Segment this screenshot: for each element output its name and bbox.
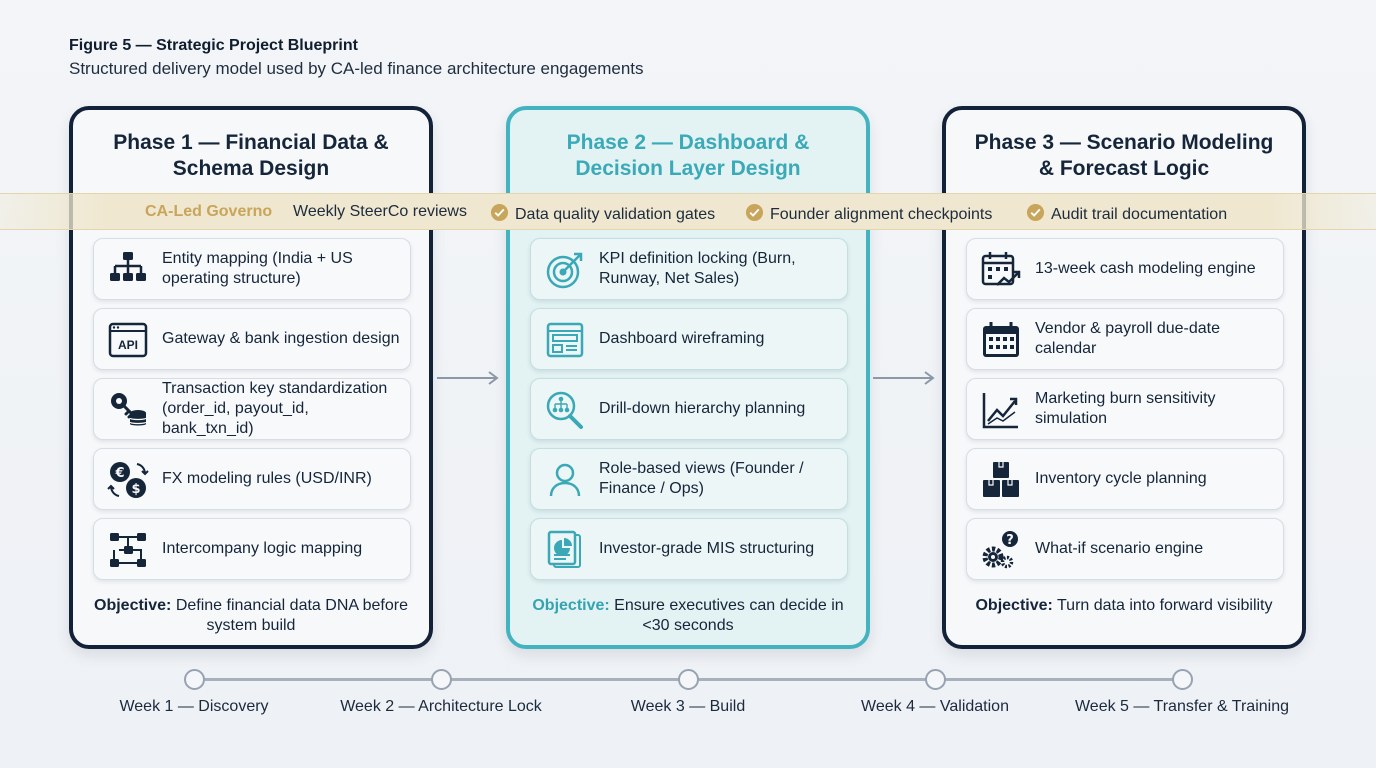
item-label: Drill-down hierarchy planning — [599, 400, 806, 417]
governance-item-text: Founder alignment checkpoints — [770, 206, 993, 223]
flow-mapping-icon — [110, 533, 146, 567]
phase-1-item-intercompany: Intercompany logic mapping — [93, 518, 411, 580]
phase-3-item-what-if: ? What-if scenario engine — [966, 518, 1284, 580]
item-label: Entity mapping (India + US operating str… — [162, 250, 353, 287]
governance-item: Data quality validation gates — [490, 203, 715, 224]
phase-1-title: Phase 1 — Financial Data & Schema Design — [113, 131, 389, 180]
item-label: Marketing burn sensitivity simulation — [1035, 390, 1216, 427]
svg-text:API: API — [118, 338, 138, 352]
phase-3-item-due-date-calendar: Vendor & payroll due-date calendar — [966, 308, 1284, 370]
line-chart-icon — [982, 393, 1018, 429]
phase-2-item-role-views: Role-based views (Founder / Finance / Op… — [530, 448, 848, 510]
objective-text: Turn data into forward visibility — [1057, 597, 1273, 614]
objective-text: Ensure executives can decide in <30 seco… — [614, 597, 844, 634]
phase-2-objective: Objective: Ensure executives can decide … — [524, 596, 852, 636]
item-label: 13-week cash modeling engine — [1035, 260, 1256, 277]
governance-item: Weekly SteerCo reviews — [293, 203, 467, 221]
timeline-node — [431, 669, 452, 690]
svg-text:€: € — [114, 466, 124, 481]
item-label: Inventory cycle planning — [1035, 470, 1207, 487]
timeline-label: Week 5 — Transfer & Training — [1074, 698, 1290, 715]
check-badge-icon — [1026, 203, 1045, 222]
phase-3-item-burn-sensitivity: Marketing burn sensitivity simulation — [966, 378, 1284, 440]
timeline-label: Week 4 — Validation — [861, 698, 1009, 715]
gears-question-icon: ? — [982, 531, 1018, 569]
timeline-label: Week 3 — Build — [630, 698, 746, 715]
item-label: Vendor & payroll due-date calendar — [1035, 320, 1221, 357]
objective-label: Objective: — [532, 597, 610, 614]
item-label: Transaction key standardization (order_i… — [162, 380, 388, 437]
item-label: KPI definition locking (Burn, Runway, Ne… — [599, 250, 796, 287]
phase-2-item-mis: Investor-grade MIS structuring — [530, 518, 848, 580]
figure-subtitle: Structured delivery model used by CA-led… — [69, 59, 644, 78]
phase-2-item-kpi-locking: KPI definition locking (Burn, Runway, Ne… — [530, 238, 848, 300]
calendar-icon — [983, 322, 1019, 357]
governance-item-text: Data quality validation gates — [515, 206, 716, 223]
currency-exchange-icon: € $ — [107, 462, 149, 498]
key-database-icon — [111, 393, 147, 426]
timeline-node — [184, 669, 205, 690]
item-label: Investor-grade MIS structuring — [599, 540, 815, 557]
governance-item: Founder alignment checkpoints — [745, 203, 992, 224]
check-badge-icon — [490, 203, 509, 222]
check-badge-icon — [745, 203, 764, 222]
api-window-icon: API — [108, 322, 148, 358]
timeline-node — [678, 669, 699, 690]
item-label: What-if scenario engine — [1035, 540, 1204, 557]
phase-1-card: Phase 1 — Financial Data & Schema Design… — [69, 106, 433, 649]
phase-3-item-cash-modeling: 13-week cash modeling engine — [966, 238, 1284, 300]
phase-2-to-3-arrow — [873, 371, 935, 385]
phase-2-item-drilldown: Drill-down hierarchy planning — [530, 378, 848, 440]
objective-text: Define financial data DNA before system … — [175, 597, 408, 634]
timeline: Week 1 — Discovery Week 2 — Architecture… — [0, 664, 1376, 724]
magnifier-hierarchy-icon — [546, 391, 583, 429]
objective-label: Objective: — [975, 597, 1053, 614]
item-label: Intercompany logic mapping — [162, 540, 363, 557]
phase-1-objective: Objective: Define financial data DNA bef… — [87, 596, 415, 636]
governance-item: Audit trail documentation — [1026, 203, 1227, 224]
timeline-node — [925, 669, 946, 690]
governance-label: CA-Led Governo — [145, 203, 273, 220]
phase-3-card: Phase 3 — Scenario Modeling & Forecast L… — [942, 106, 1306, 649]
calendar-trend-icon — [981, 252, 1021, 286]
target-icon — [546, 252, 583, 289]
report-chart-icon — [547, 530, 581, 568]
governance-band: CA-Led Governo Weekly SteerCo reviews Da… — [0, 193, 1376, 230]
objective-label: Objective: — [94, 597, 172, 614]
figure-title: Figure 5 — Strategic Project Blueprint — [69, 37, 358, 54]
phase-1-item-gateway-ingestion: API Gateway & bank ingestion design — [93, 308, 411, 370]
phase-3-item-inventory: Inventory cycle planning — [966, 448, 1284, 510]
timeline-node — [1172, 669, 1193, 690]
timeline-label: Week 2 — Architecture Lock — [340, 698, 542, 715]
wireframe-icon — [546, 322, 584, 358]
svg-text:$: $ — [131, 482, 140, 497]
item-label: Dashboard wireframing — [599, 330, 765, 347]
phase-3-objective: Objective: Turn data into forward visibi… — [960, 596, 1288, 616]
phase-1-item-entity-mapping: Entity mapping (India + US operating str… — [93, 238, 411, 300]
phase-1-item-transaction-keys: Transaction key standardization (order_i… — [93, 378, 411, 440]
boxes-icon — [983, 462, 1019, 497]
item-label: Role-based views (Founder / Finance / Op… — [599, 460, 804, 497]
user-icon — [549, 463, 581, 497]
org-chart-icon — [110, 252, 146, 281]
item-label: Gateway & bank ingestion design — [162, 330, 400, 347]
phase-3-title: Phase 3 — Scenario Modeling & Forecast L… — [974, 131, 1274, 180]
phase-2-title: Phase 2 — Dashboard & Decision Layer Des… — [566, 131, 810, 180]
svg-text:?: ? — [1006, 533, 1014, 548]
phase-2-card: Phase 2 — Dashboard & Decision Layer Des… — [506, 106, 870, 649]
governance-item-text: Weekly SteerCo reviews — [293, 203, 467, 220]
phase-2-item-wireframing: Dashboard wireframing — [530, 308, 848, 370]
timeline-label: Week 1 — Discovery — [119, 698, 269, 715]
item-label: FX modeling rules (USD/INR) — [162, 470, 372, 487]
phase-1-item-fx-rules: € $ FX modeling rules (USD/INR) — [93, 448, 411, 510]
governance-item-text: Audit trail documentation — [1051, 206, 1228, 223]
phase-1-to-2-arrow — [437, 371, 499, 385]
